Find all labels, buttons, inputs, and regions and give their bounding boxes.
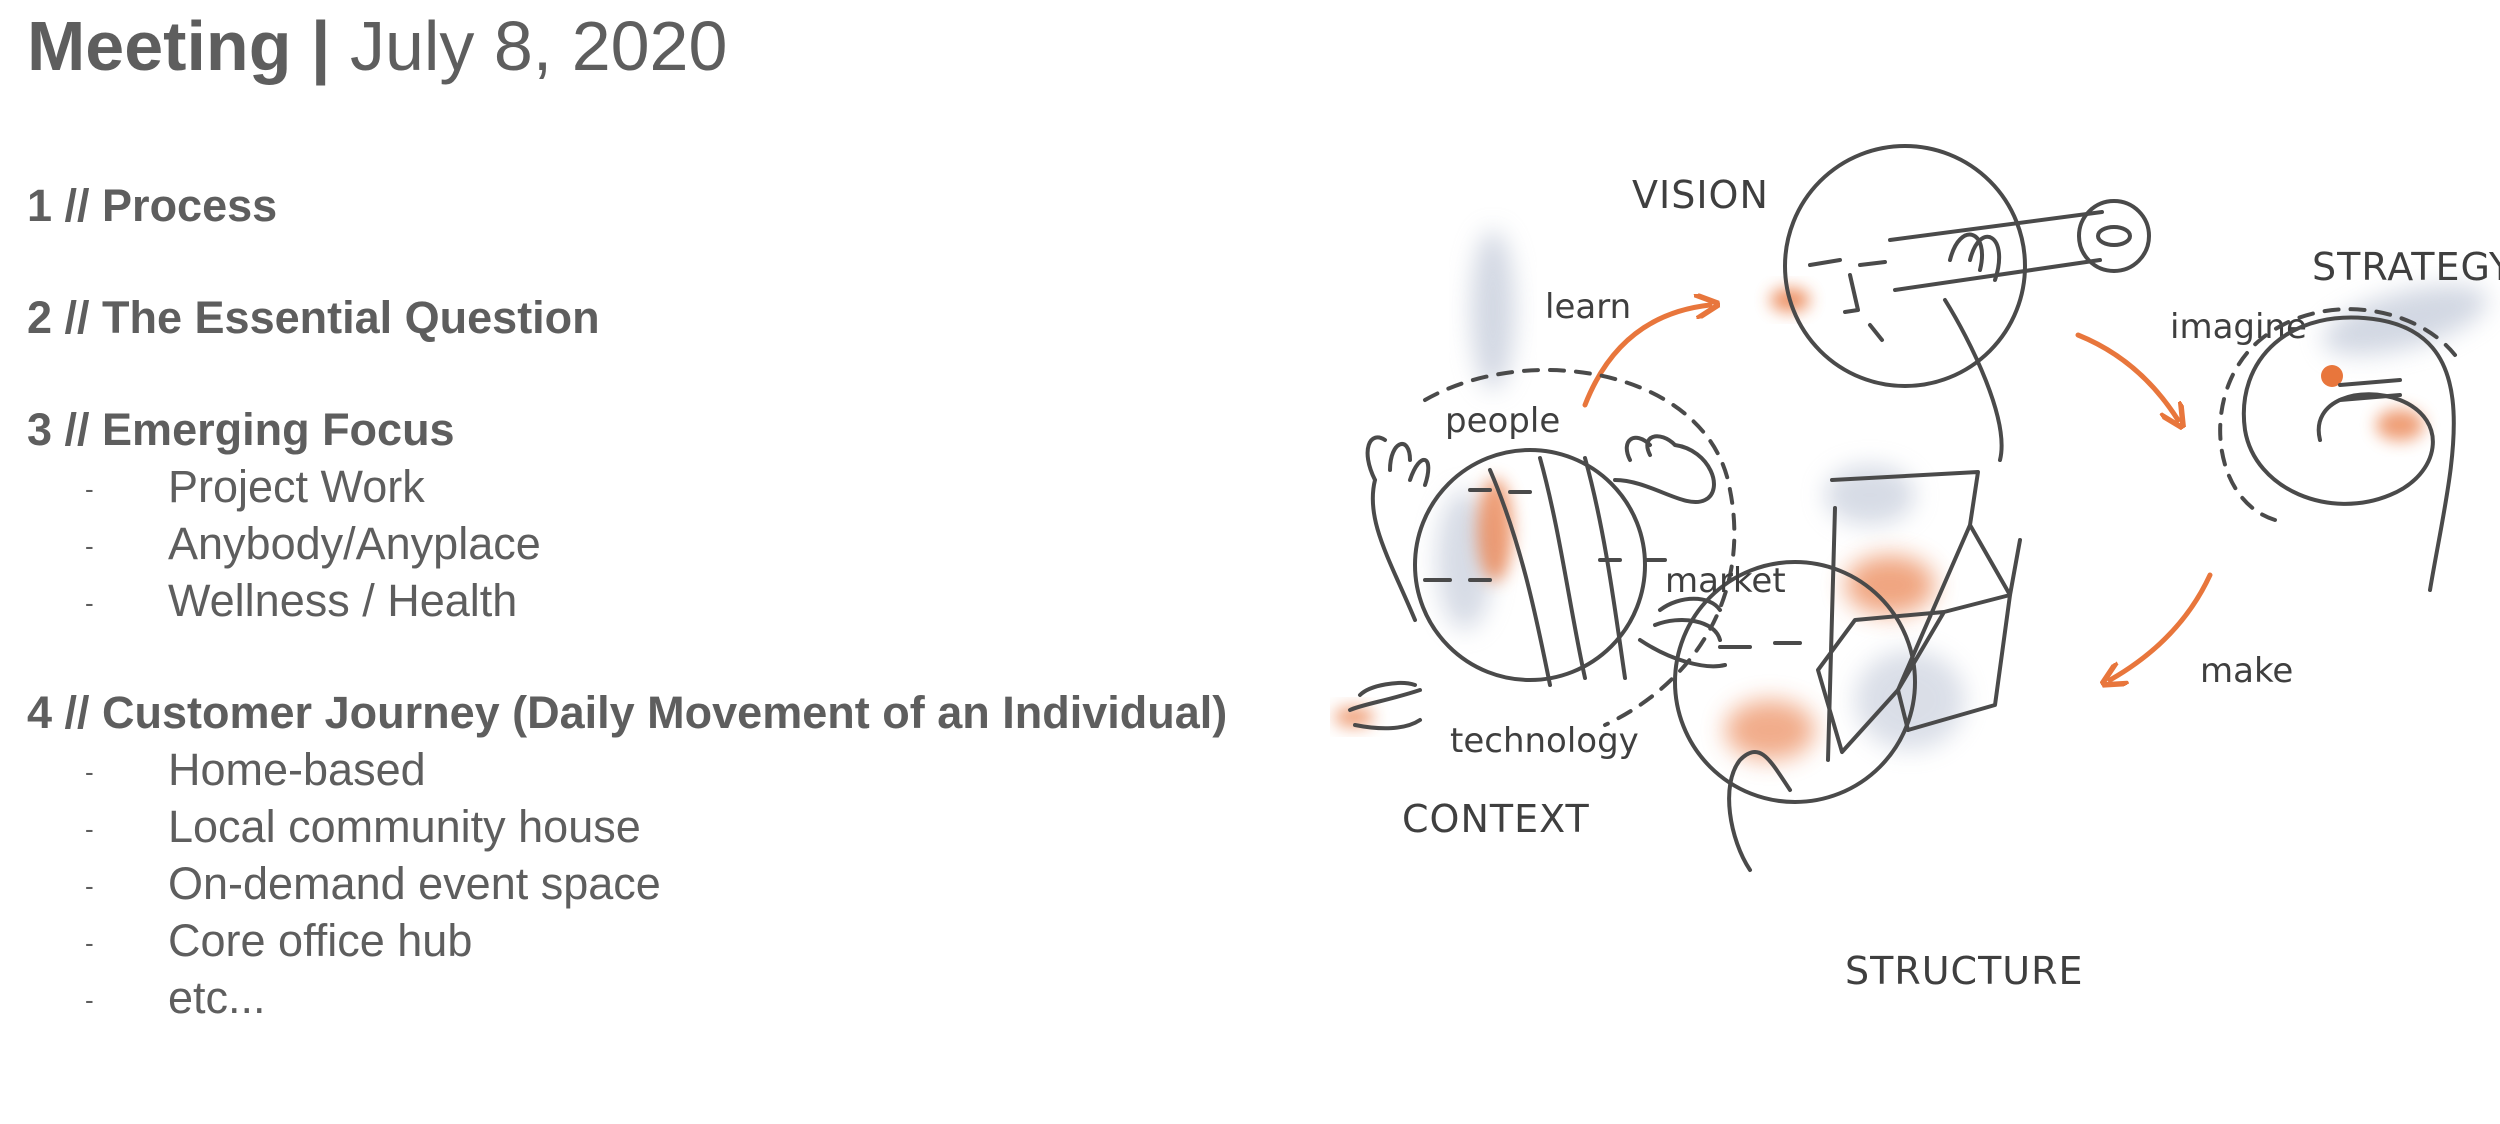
title-date: July 8, 2020 xyxy=(349,7,728,85)
label-strategy: STRATEGY xyxy=(2312,245,2500,289)
list-item-text: On-demand event space xyxy=(168,858,661,909)
context-outer-dashed xyxy=(1423,368,1737,727)
structure-accent-top xyxy=(1845,555,1935,615)
list-item: - Anybody/Anyplace xyxy=(27,515,1327,572)
journey-list: - Home-based - Local community house - On-d… xyxy=(27,741,1327,1026)
structure-accent-bottom xyxy=(1725,700,1815,760)
vision-mouth xyxy=(1868,323,1884,342)
bullet-dash: - xyxy=(85,474,94,504)
list-item-text: Local community house xyxy=(168,801,641,852)
bullet-dash: - xyxy=(85,757,94,787)
strategy-figure xyxy=(2218,285,2488,592)
learn-arrow-icon xyxy=(1582,305,1710,408)
label-vision: VISION xyxy=(1632,173,1769,217)
list-item-text: Anybody/Anyplace xyxy=(168,518,541,569)
vision-figure xyxy=(1471,144,2151,462)
make-arrow-icon xyxy=(2110,572,2213,680)
list-item-text: Project Work xyxy=(168,461,425,512)
label-make: make xyxy=(2200,651,2293,691)
label-learn: learn xyxy=(1545,287,1631,327)
section-heading: 1 // Process xyxy=(27,180,278,231)
strategy-spiral xyxy=(2241,315,2456,592)
eye-icon xyxy=(2096,225,2132,247)
context-hand-left xyxy=(1365,435,1431,622)
strategy-outer-dashed xyxy=(2218,307,2457,522)
imagine-arrow-icon xyxy=(2075,332,2178,420)
agenda-section-emerging-focus: 3 // Emerging Focus - Project Work - Anybo… xyxy=(27,402,1327,629)
label-context: CONTEXT xyxy=(1402,797,1590,841)
agenda-section-process: 1 // Process xyxy=(27,178,1327,234)
list-item: - Wellness / Health xyxy=(27,572,1327,629)
vision-eyes xyxy=(1808,258,1887,267)
structure-head xyxy=(1673,560,1917,804)
list-item-text: Home-based xyxy=(168,744,426,795)
context-accent xyxy=(1477,478,1513,582)
title-separator: | xyxy=(291,7,350,85)
label-people: people xyxy=(1445,401,1560,441)
bullet-dash: - xyxy=(85,928,94,958)
sketch-svg: VISION learn imagine STRATEGY make xyxy=(1334,144,2500,993)
structure-shade-bottom xyxy=(1855,650,1965,750)
section-heading: 4 // Customer Journey (Daily Movement of… xyxy=(27,687,1228,738)
list-item-text: etc... xyxy=(168,972,266,1023)
strategy-accent xyxy=(2376,409,2424,441)
label-imagine: imagine xyxy=(2170,307,2307,347)
telescope-lens xyxy=(2077,199,2151,273)
section-heading: 3 // Emerging Focus xyxy=(27,404,455,455)
list-item-text: Wellness / Health xyxy=(168,575,518,626)
agenda-section-essential-question: 2 // The Essential Question xyxy=(27,290,1327,346)
vision-nose xyxy=(1843,273,1860,314)
bullet-dash: - xyxy=(85,985,94,1015)
label-market: market xyxy=(1665,561,1786,601)
structure-eyes xyxy=(1718,641,1802,649)
list-item: - Core office hub xyxy=(27,912,1327,969)
structure-hand xyxy=(1727,750,1792,872)
structure-edges xyxy=(1826,506,1910,762)
structure-shade-top xyxy=(1825,465,1915,525)
bullet-dash: - xyxy=(85,871,94,901)
list-item: - Project Work xyxy=(27,458,1327,515)
context-hand-bottom xyxy=(1348,681,1422,731)
page-title: Meeting | July 8, 2020 xyxy=(27,6,727,86)
structure-frame xyxy=(1816,470,2022,754)
vision-hand xyxy=(1943,232,2004,462)
context-figure xyxy=(1334,368,1737,731)
context-accent-hand xyxy=(1334,707,1374,727)
bullet-dash: - xyxy=(85,531,94,561)
structure-figure xyxy=(1673,465,2022,872)
process-cycle-sketch: VISION learn imagine STRATEGY make xyxy=(1330,140,2500,1040)
list-item: - Local community house xyxy=(27,798,1327,855)
label-structure: STRUCTURE xyxy=(1845,949,2084,993)
bullet-dash: - xyxy=(85,588,94,618)
title-bold: Meeting xyxy=(27,7,292,85)
vision-head xyxy=(1783,144,2027,388)
focus-list: - Project Work - Anybody/Anyplace - Wellnes… xyxy=(27,458,1327,629)
list-item: - Home-based xyxy=(27,741,1327,798)
list-item: - On-demand event space xyxy=(27,855,1327,912)
context-meridians xyxy=(1488,456,1627,687)
strategy-dot xyxy=(2321,365,2343,387)
label-technology: technology xyxy=(1450,721,1639,761)
context-hand-top xyxy=(1613,434,1716,504)
context-hand-right xyxy=(1638,596,1727,669)
bullet-dash: - xyxy=(85,814,94,844)
context-features xyxy=(1423,488,1667,582)
context-globe xyxy=(1413,448,1647,682)
list-item-text: Core office hub xyxy=(168,915,473,966)
agenda-section-customer-journey: 4 // Customer Journey (Daily Movement of… xyxy=(27,685,1327,1026)
vision-shade xyxy=(1471,230,1515,390)
agenda: 1 // Process 2 // The Essential Question… xyxy=(27,178,1327,1082)
section-heading: 2 // The Essential Question xyxy=(27,292,600,343)
strategy-lines xyxy=(2338,378,2402,402)
list-item: - etc... xyxy=(27,969,1327,1026)
